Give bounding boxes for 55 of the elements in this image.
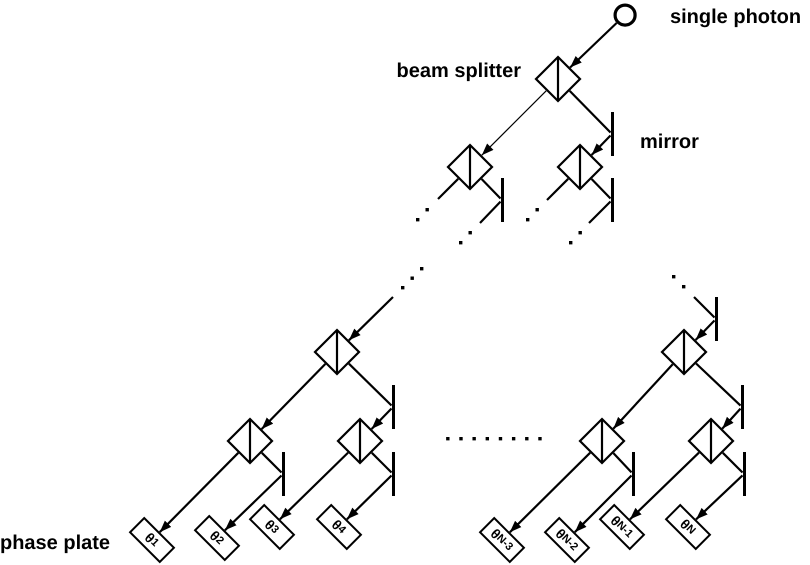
arrow <box>260 363 326 430</box>
beam-line <box>695 362 742 406</box>
beam-splitter-icon <box>313 328 361 376</box>
beam-line <box>722 452 744 474</box>
arrow <box>721 408 742 430</box>
arrow <box>569 22 618 68</box>
beam-line <box>612 452 632 474</box>
mirror-icon <box>500 178 504 222</box>
beam-line <box>588 200 612 224</box>
part-label: beam splitter <box>396 59 521 83</box>
mirror-icon <box>632 452 634 496</box>
beam-line <box>480 178 502 200</box>
part-label: single photon <box>670 5 802 29</box>
beam-line <box>546 178 569 201</box>
beam-line <box>348 362 392 406</box>
arrow <box>612 364 674 430</box>
photon-source-icon <box>612 2 638 28</box>
arrow <box>481 90 547 156</box>
mirror-icon <box>740 385 744 429</box>
arrow <box>279 452 349 520</box>
beam-splitter-icon <box>556 143 604 191</box>
beam-line <box>479 200 502 224</box>
arrow <box>370 408 392 430</box>
arrow <box>590 134 612 156</box>
mirror-icon <box>610 112 614 156</box>
beam-splitter-icon <box>446 143 494 191</box>
beam-line <box>693 296 716 318</box>
mirror-icon <box>610 178 614 222</box>
arrow <box>695 474 744 520</box>
beam-splitter-icon <box>687 417 735 465</box>
part-label: mirror <box>640 130 699 154</box>
arrow <box>158 452 240 533</box>
beam-line <box>590 178 612 200</box>
beam-line <box>371 452 392 474</box>
beam-line <box>568 90 612 134</box>
beam-splitter-icon <box>534 55 582 103</box>
mirror-icon <box>392 385 394 429</box>
arrow <box>509 452 591 534</box>
beam-splitter-icon <box>660 328 708 376</box>
beam-line <box>261 452 282 474</box>
arrow <box>629 452 700 520</box>
beam-line <box>437 178 459 200</box>
arrow <box>574 474 632 533</box>
beam-splitter-icon <box>336 417 384 465</box>
arrow <box>348 296 394 342</box>
part-label: phase plate <box>0 531 110 555</box>
arrow <box>346 474 392 520</box>
arrow <box>694 320 716 341</box>
mirror-icon <box>742 452 746 496</box>
mirror-icon <box>392 452 394 496</box>
arrow <box>224 474 282 532</box>
beam-splitter-icon <box>226 417 274 465</box>
mirror-icon <box>282 452 284 496</box>
mirror-icon <box>714 297 718 341</box>
beam-splitter-icon <box>578 417 626 465</box>
